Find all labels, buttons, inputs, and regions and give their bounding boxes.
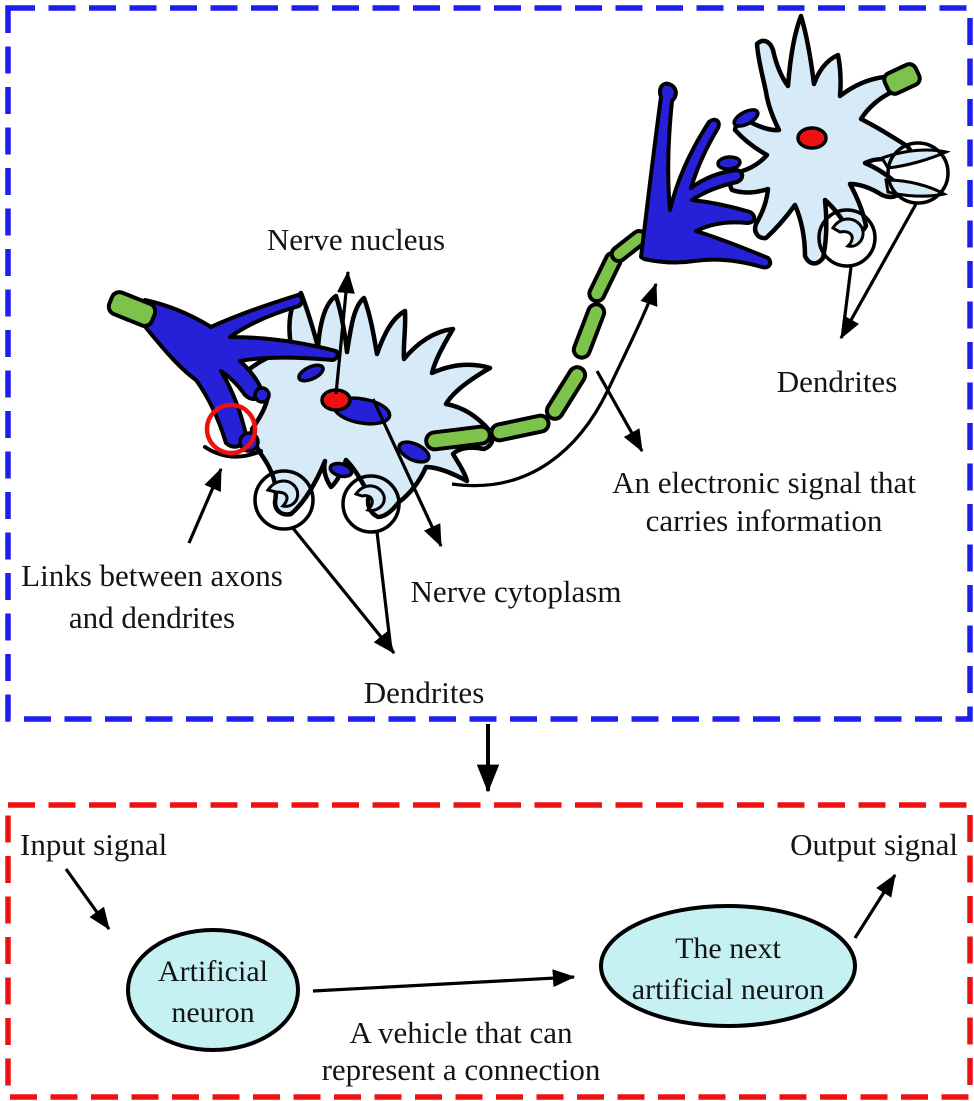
nerve-nucleus-label: Nerve nucleus bbox=[267, 222, 445, 257]
artificial-neuron-ellipse bbox=[126, 928, 300, 1052]
dendrites-right-arrow bbox=[839, 203, 918, 340]
annotation-arrows bbox=[187, 203, 918, 655]
dendrites-right-line bbox=[841, 266, 853, 332]
dendrites-left-label: Dendrites bbox=[364, 675, 485, 710]
dendrite-hooks bbox=[265, 148, 951, 512]
signal-label-arrow bbox=[595, 370, 644, 453]
terminal-branch-tip bbox=[328, 461, 354, 479]
output-signal-arrow bbox=[853, 873, 897, 939]
link-highlight-circle bbox=[204, 402, 258, 456]
myelin-segment bbox=[489, 413, 551, 443]
artificial-neuron-box bbox=[5, 802, 973, 1100]
dendrites-left-arrow bbox=[290, 525, 396, 655]
connection-arrow bbox=[312, 969, 576, 993]
signal-label-line1: An electronic signal that bbox=[612, 465, 916, 500]
nerve-nucleus-arrow bbox=[334, 270, 355, 395]
signal-flow-curved-arrow bbox=[451, 282, 658, 488]
terminal-branch-tip bbox=[716, 155, 742, 171]
dendrite-hook bbox=[353, 484, 386, 512]
terminal-bouton bbox=[253, 386, 271, 404]
left-axon-terminal bbox=[141, 293, 340, 449]
dendrites-left-line bbox=[375, 531, 393, 651]
vehicle-label-line1: A vehicle that can bbox=[350, 1015, 573, 1050]
artificial-neuron-label-line1: Artificial bbox=[158, 955, 268, 988]
myelin-segment bbox=[571, 302, 607, 360]
input-signal-arrow bbox=[64, 868, 111, 931]
links-label-line2: and dendrites bbox=[69, 600, 235, 635]
input-signal-label: Input signal bbox=[20, 827, 167, 862]
dendrite-circle bbox=[886, 141, 950, 205]
dendrite-hook bbox=[830, 217, 865, 248]
biological-neuron-box bbox=[5, 5, 973, 722]
dendrite-circle bbox=[341, 474, 401, 534]
next-artificial-neuron-ellipse bbox=[599, 904, 857, 1028]
myelin-segment bbox=[544, 365, 588, 421]
synapse-contact-line bbox=[203, 445, 263, 459]
dendrite-circle bbox=[253, 469, 315, 531]
right-axon-terminal-tips bbox=[716, 108, 760, 171]
output-signal-label: Output signal bbox=[790, 827, 958, 862]
nerve-cytoplasm-arrow bbox=[371, 398, 443, 548]
next-neuron-label-line2: artificial neuron bbox=[632, 973, 824, 1006]
axon-end-cap-left bbox=[106, 290, 158, 328]
terminal-branch-tip bbox=[732, 108, 760, 128]
signal-label-line2: carries information bbox=[646, 503, 883, 538]
right-axon-terminal bbox=[639, 81, 773, 270]
next-neuron-label-line1: The next bbox=[675, 932, 781, 965]
nerve-cytoplasm-label: Nerve cytoplasm bbox=[411, 574, 622, 609]
artificial-neuron-label-line2: neuron bbox=[171, 996, 254, 1029]
dendrite-spike bbox=[879, 148, 951, 170]
links-arrow bbox=[187, 467, 223, 544]
right-nerve-nucleus bbox=[796, 126, 828, 150]
dendrite-circle bbox=[817, 208, 877, 268]
links-label-line1: Links between axons bbox=[21, 558, 283, 593]
axon-myelin-sheath bbox=[424, 228, 649, 452]
vehicle-label-line2: represent a connection bbox=[322, 1052, 601, 1087]
dendrites-right-label: Dendrites bbox=[777, 364, 898, 399]
terminal-branch-tip bbox=[297, 363, 325, 383]
terminal-branch-tip bbox=[397, 440, 431, 464]
dendrite-end-cap-right bbox=[882, 62, 922, 96]
dendrite-circles bbox=[253, 141, 950, 534]
dendrite-hook bbox=[265, 479, 300, 508]
bottom-box-arrows bbox=[64, 868, 897, 993]
